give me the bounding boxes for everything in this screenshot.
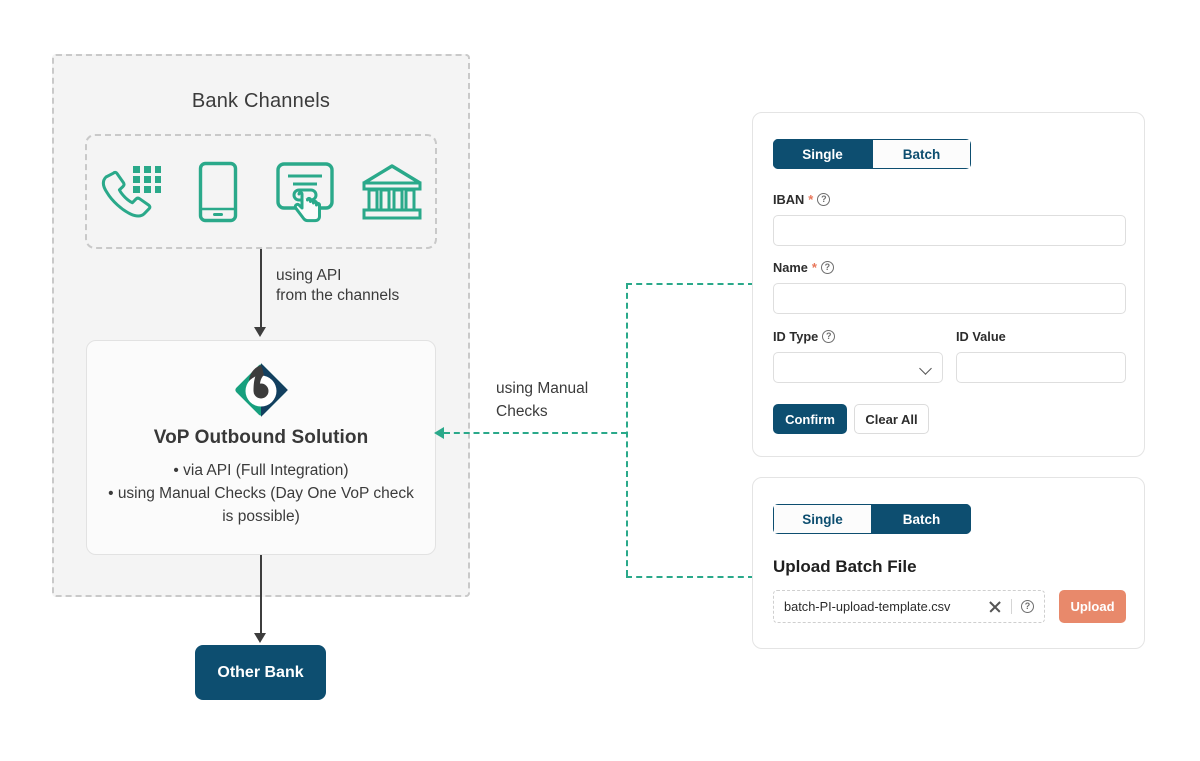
file-drop-zone[interactable]: batch-PI-upload-template.csv ? [773, 590, 1045, 623]
tab-batch[interactable]: Batch [872, 504, 971, 534]
id-type-field-label: ID Type ? [773, 329, 836, 344]
api-connector-label-line2: from the channels [276, 287, 400, 304]
kiosk-touchscreen-icon [269, 157, 341, 227]
api-connector-label: using API from the channels [276, 266, 399, 306]
id-type-label-text: ID Type [773, 329, 819, 344]
iban-help-icon[interactable]: ? [817, 193, 831, 206]
selected-file-name: batch-PI-upload-template.csv [784, 599, 951, 614]
other-bank-connector-line [260, 555, 262, 635]
vop-bullet-item: using Manual Checks (Day One VoP check i… [105, 482, 417, 528]
chevron-down-icon [919, 362, 932, 375]
id-value-input[interactable] [956, 352, 1126, 383]
vop-bullet-item: via API (Full Integration) [105, 459, 417, 482]
iban-input[interactable] [773, 215, 1126, 246]
iban-field-label: IBAN * ? [773, 192, 831, 207]
api-connector-line [260, 249, 262, 327]
channel-icons-group [85, 134, 437, 249]
vop-brand-logo-icon [232, 361, 290, 419]
name-help-icon[interactable]: ? [820, 261, 834, 274]
name-input[interactable] [773, 283, 1126, 314]
vop-outbound-solution-card: VoP Outbound Solution via API (Full Inte… [86, 340, 436, 555]
id-value-label-text: ID Value [956, 329, 1006, 344]
manual-connector-vertical [626, 283, 628, 576]
single-panel-mode-tabs[interactable]: Single Batch [773, 139, 971, 169]
confirm-button[interactable]: Confirm [773, 404, 847, 434]
name-label-text: Name [773, 260, 808, 275]
close-icon[interactable] [988, 600, 1002, 614]
iban-required-marker: * [808, 192, 814, 207]
manual-connector-label-line1: using Manual [496, 380, 589, 397]
tab-single[interactable]: Single [773, 139, 872, 169]
other-bank-connector-arrowhead [253, 633, 266, 643]
single-check-panel: Single Batch IBAN * ? Name * ? ID Type ?… [752, 112, 1145, 457]
upload-button[interactable]: Upload [1059, 590, 1126, 623]
bank-channels-title: Bank Channels [191, 90, 331, 112]
api-connector-label-line1: using API [276, 267, 342, 284]
manual-connector-arrowhead [434, 427, 444, 439]
upload-help-icon[interactable]: ? [1021, 600, 1034, 613]
manual-connector-label-line2: Checks [496, 403, 548, 420]
tab-batch[interactable]: Batch [872, 139, 971, 169]
bank-building-icon [356, 157, 428, 227]
manual-connector-top-horizontal [626, 283, 754, 285]
manual-connector-bottom-horizontal [626, 576, 754, 578]
other-bank-label: Other Bank [217, 663, 304, 681]
manual-connector-arrow-horizontal [444, 432, 627, 434]
divider [1011, 599, 1012, 614]
id-value-field-label: ID Value [956, 329, 1006, 344]
id-type-help-icon[interactable]: ? [822, 330, 836, 343]
manual-connector-label: using Manual Checks [496, 377, 588, 423]
tab-single[interactable]: Single [773, 504, 872, 534]
batch-upload-panel: Single Batch Upload Batch File batch-PI-… [752, 477, 1145, 649]
id-type-select[interactable] [773, 352, 943, 383]
upload-batch-file-title: Upload Batch File [773, 557, 917, 576]
name-required-marker: * [811, 260, 817, 275]
vop-title: VoP Outbound Solution [153, 427, 369, 448]
clear-all-button[interactable]: Clear All [854, 404, 929, 434]
iban-label-text: IBAN [773, 192, 805, 207]
other-bank-node: Other Bank [195, 645, 326, 700]
telephone-keypad-icon [95, 157, 167, 227]
vop-bullet-list: via API (Full Integration) using Manual … [105, 459, 417, 528]
batch-panel-mode-tabs[interactable]: Single Batch [773, 504, 971, 534]
mobile-phone-icon [182, 157, 254, 227]
api-connector-arrowhead [253, 327, 266, 337]
name-field-label: Name * ? [773, 260, 834, 275]
